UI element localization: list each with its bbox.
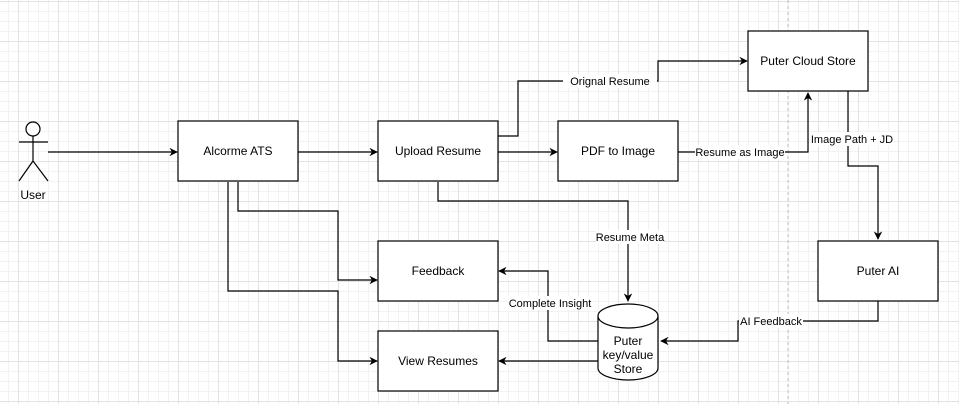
- node-pdf-to-image[interactable]: PDF to Image: [557, 120, 679, 182]
- actor-label: User: [20, 188, 45, 202]
- node-alcorme-ats[interactable]: Alcorme ATS: [177, 120, 299, 182]
- node-label: Puter Cloud Store: [760, 54, 856, 68]
- label-image-path-jd: Image Path + JD: [811, 134, 893, 146]
- label-orignal-resume: Orignal Resume: [570, 76, 649, 88]
- node-puter-cloud-store[interactable]: Puter Cloud Store: [747, 30, 869, 92]
- label-complete-insight: Complete Insight: [509, 298, 592, 310]
- node-label-line-3: Store: [614, 362, 643, 376]
- edge-ai-to-kv[interactable]: [660, 301, 879, 346]
- node-label-line-1: Puter: [614, 334, 643, 348]
- node-view-resumes[interactable]: View Resumes: [377, 330, 499, 392]
- edge-ats-to-feedback[interactable]: [237, 182, 378, 285]
- stick-figure-icon: [18, 121, 49, 182]
- node-label: Alcorme ATS: [203, 144, 272, 158]
- node-kv-store[interactable]: Puter key/value Store: [597, 303, 659, 381]
- node-upload-resume[interactable]: Upload Resume: [377, 120, 499, 182]
- database-cylinder-icon: [597, 303, 659, 381]
- label-resume-meta: Resume Meta: [596, 232, 665, 244]
- label-resume-as-image: Resume as Image: [695, 147, 784, 159]
- node-label: Feedback: [412, 264, 466, 278]
- edge-labels: Orignal Resume Resume as Image Image Pat…: [508, 74, 894, 328]
- node-label: View Resumes: [398, 354, 478, 368]
- edge-upload-to-kv[interactable]: [437, 182, 633, 302]
- label-ai-feedback: AI Feedback: [740, 316, 802, 328]
- edge-ats-to-view[interactable]: [227, 182, 378, 366]
- node-label: Puter AI: [857, 264, 900, 278]
- node-label: Upload Resume: [395, 144, 481, 158]
- node-label: PDF to Image: [581, 144, 655, 158]
- edge-cloud-to-ai[interactable]: [847, 91, 883, 240]
- node-feedback[interactable]: Feedback: [377, 240, 499, 302]
- actor-user[interactable]: User: [18, 121, 49, 202]
- node-label-line-2: key/value: [603, 348, 654, 362]
- node-puter-ai[interactable]: Puter AI: [817, 240, 939, 302]
